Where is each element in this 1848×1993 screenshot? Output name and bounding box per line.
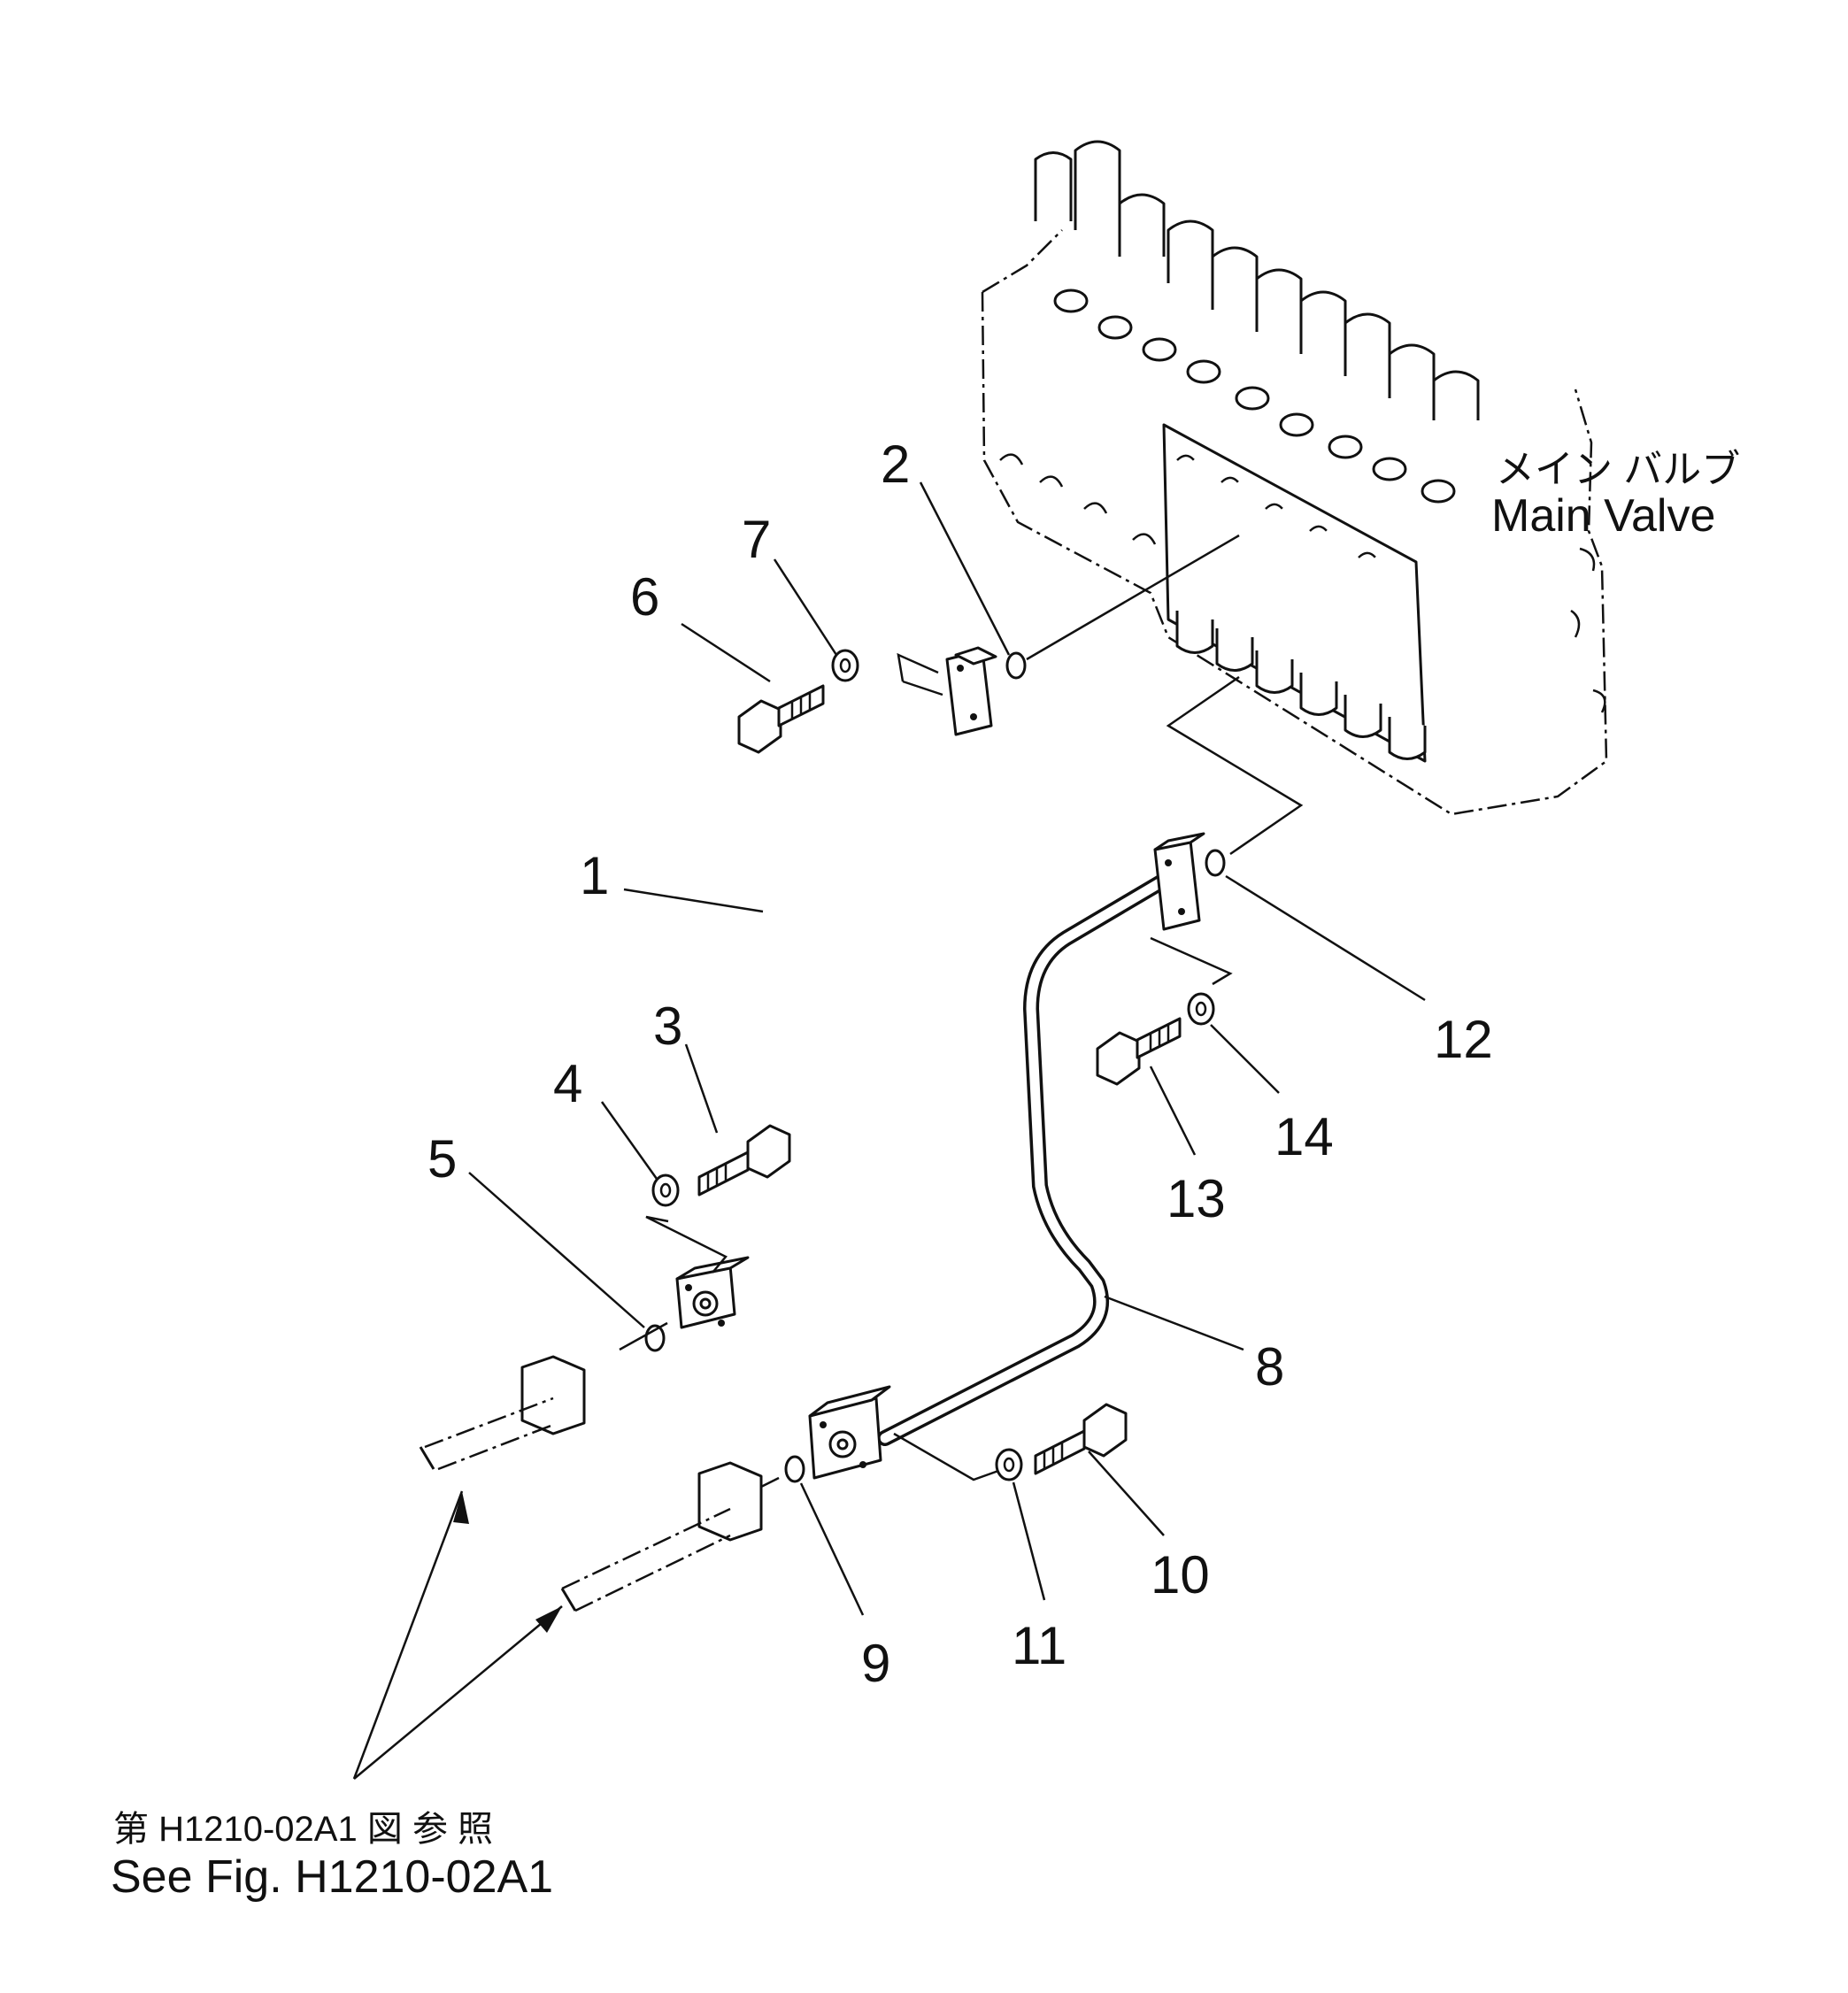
- part-number-8: 8: [1255, 1337, 1284, 1397]
- part-number-labels: 1 2 3 4 5 6 7 8 9 10 11 12 13 14: [427, 435, 1493, 1693]
- leader-lines: [468, 481, 1426, 1616]
- pipe-8: [808, 832, 1205, 1480]
- part-number-13: 13: [1167, 1169, 1226, 1228]
- see-figure-reference: 第 H1210-02A1 図 参 照 See Fig. H1210-02A1: [111, 1810, 553, 1903]
- washer-11: [995, 1448, 1023, 1481]
- main-valve-label: メイン バルブ Main Valve: [1491, 448, 1740, 542]
- part-number-10: 10: [1151, 1545, 1210, 1604]
- reference-pipe-upper: [419, 1355, 586, 1471]
- main-valve: [981, 140, 1608, 816]
- part-number-9: 9: [861, 1634, 890, 1693]
- bolt-13: [1096, 1017, 1182, 1086]
- washer-4: [651, 1173, 680, 1207]
- part-number-11: 11: [1012, 1616, 1066, 1675]
- reference-pipe-lower: [560, 1461, 763, 1612]
- part-number-2: 2: [881, 435, 910, 494]
- see-fig-label-jp: 第 H1210-02A1 図 参 照: [113, 1810, 493, 1849]
- part-number-14: 14: [1274, 1107, 1334, 1166]
- part-number-1: 1: [580, 846, 609, 905]
- part-number-12: 12: [1434, 1010, 1493, 1069]
- part-number-4: 4: [553, 1054, 582, 1113]
- o-ring-9: [784, 1455, 805, 1483]
- see-fig-label-en: See Fig. H1210-02A1: [111, 1851, 553, 1903]
- part-number-5: 5: [427, 1129, 457, 1189]
- main-valve-label-jp: メイン バルブ: [1496, 448, 1740, 491]
- washer-7: [831, 649, 859, 682]
- o-ring-2: [1005, 651, 1027, 680]
- o-ring-12: [1205, 849, 1226, 877]
- part-number-6: 6: [630, 567, 659, 627]
- main-valve-label-en: Main Valve: [1491, 490, 1715, 542]
- bolt-10: [1034, 1403, 1128, 1475]
- bolt-3: [697, 1124, 791, 1197]
- spool-caps: [1034, 140, 1480, 504]
- washer-14: [1187, 992, 1215, 1026]
- assembly-lines: [619, 534, 1304, 1489]
- pipe-1: [675, 646, 997, 1329]
- bolt-6: [737, 684, 825, 754]
- reference-arrows: [352, 1490, 563, 1780]
- part-number-3: 3: [653, 996, 682, 1056]
- part-number-7: 7: [742, 510, 771, 569]
